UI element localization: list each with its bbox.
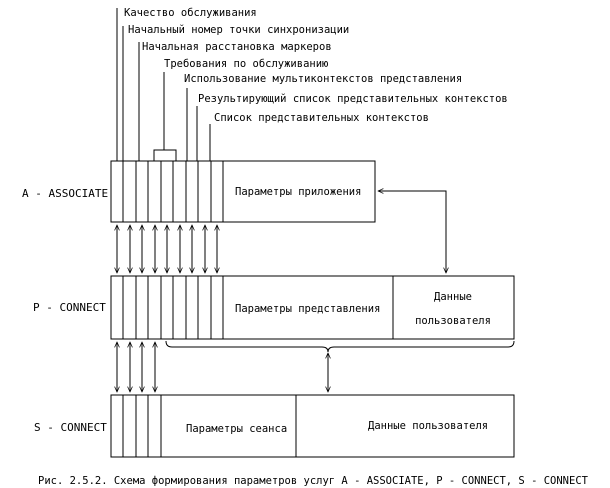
row-label-a-associate: A - ASSOCIATE (22, 187, 108, 200)
parameter-labels: Качество обслуживания Начальный номер то… (124, 7, 508, 124)
label-service-requirements: Требования по обслуживанию (164, 58, 328, 70)
p-s-arrows (117, 342, 155, 392)
curly-brace (165, 340, 515, 353)
row-label-p-connect: P - CONNECT (33, 301, 106, 314)
label-quality-of-service: Качество обслуживания (124, 7, 257, 19)
figure-caption: Рис. 2.5.2. Схема формирования параметро… (38, 475, 589, 487)
presentation-parameters: Параметры представления (235, 303, 380, 315)
label-initial-token-assignment: Начальная расстановка маркеров (142, 41, 332, 53)
session-parameters: Параметры сеанса (186, 423, 287, 435)
leader-lines (116, 8, 211, 161)
bracket (153, 149, 177, 161)
application-parameters: Параметры приложения (235, 186, 361, 198)
app-params-connector (378, 191, 446, 273)
row-label-s-connect: S - CONNECT (34, 421, 107, 434)
s-user-data: Данные пользователя (368, 420, 488, 432)
label-multi-context-usage: Использование мультиконтекстов представл… (184, 73, 462, 85)
p-connect-box (110, 275, 515, 340)
label-resulting-context-list: Результирующий список представительных к… (198, 93, 508, 105)
s-connect-box (110, 394, 515, 458)
label-context-list: Список представительных контекстов (214, 112, 429, 124)
label-initial-sync-point: Начальный номер точки синхронизации (128, 24, 349, 36)
a-p-arrows (117, 225, 217, 273)
a-associate-box (110, 160, 376, 223)
p-user-data-line2: пользователя (415, 315, 491, 327)
p-user-data-line1: Данные (434, 291, 472, 303)
